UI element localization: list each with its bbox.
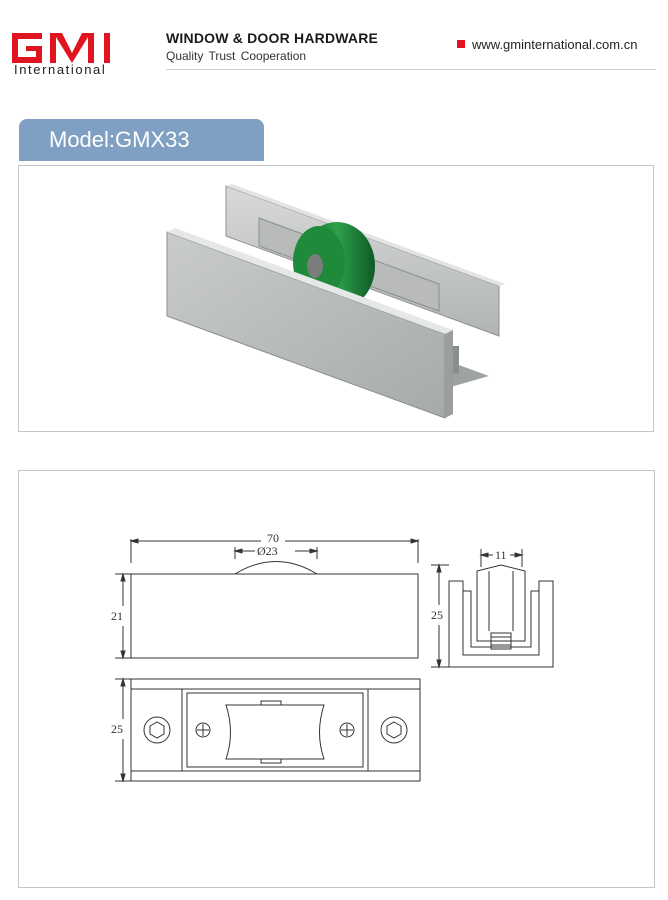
side-view-body xyxy=(130,573,419,659)
header-tagline: Quality Trust Cooperation xyxy=(166,49,307,63)
dim-end-height-line xyxy=(431,563,449,669)
model-label: Model xyxy=(49,127,109,152)
dim-end-height-label: 25 xyxy=(431,608,443,622)
product-photo xyxy=(166,184,505,419)
dim-length-line xyxy=(129,538,420,563)
dim-bottom-height-label: 25 xyxy=(111,722,123,736)
dim-top-width-label: 11 xyxy=(495,548,507,562)
dim-bottom-height-line xyxy=(115,677,131,783)
mounting-hole-left xyxy=(143,716,171,744)
channel-front-top xyxy=(167,228,453,334)
dim-side-height-label: 21 xyxy=(111,609,123,623)
dim-length-label: 70 xyxy=(267,531,279,545)
logo-letter-i xyxy=(104,33,110,63)
model-heading: Model:GMX33 xyxy=(49,127,190,153)
dim-top-width-line xyxy=(479,549,524,567)
screw-left xyxy=(195,722,211,738)
mounting-hole-right xyxy=(380,716,408,744)
dim-wheel-label: Ø23 xyxy=(257,544,278,558)
model-separator: : xyxy=(108,127,116,152)
gmi-logo xyxy=(12,33,110,63)
product-photo-frame xyxy=(18,165,654,432)
side-view-wheel-arc xyxy=(234,561,318,575)
channel-back-top xyxy=(226,184,505,286)
end-view-channel xyxy=(448,564,554,668)
logo-letter-g xyxy=(12,33,42,63)
channel-front-end xyxy=(445,330,453,418)
bottom-view-body xyxy=(130,678,421,782)
technical-drawing: 70 Ø23 21 xyxy=(111,531,554,783)
end-view-bolt xyxy=(490,632,512,650)
dim-side-height-line xyxy=(115,572,131,660)
bottom-view-carriage xyxy=(181,688,369,772)
screw-right xyxy=(339,722,355,738)
bottom-view-wheel-slot xyxy=(225,704,325,760)
website-link[interactable]: www.gminternational.com.cn xyxy=(472,37,638,52)
logo-subtitle: International xyxy=(14,62,107,77)
header-divider xyxy=(166,69,656,70)
website-bullet-icon xyxy=(457,40,465,48)
header-title: WINDOW & DOOR HARDWARE xyxy=(166,30,379,46)
dim-wheel-line xyxy=(233,547,319,559)
technical-drawing-frame: 70 Ø23 21 xyxy=(18,470,655,888)
model-value: GMX33 xyxy=(115,127,190,152)
roller-wheel-hub xyxy=(307,254,323,278)
model-tab: Model:GMX33 xyxy=(19,119,264,161)
logo-letter-m xyxy=(50,33,94,63)
